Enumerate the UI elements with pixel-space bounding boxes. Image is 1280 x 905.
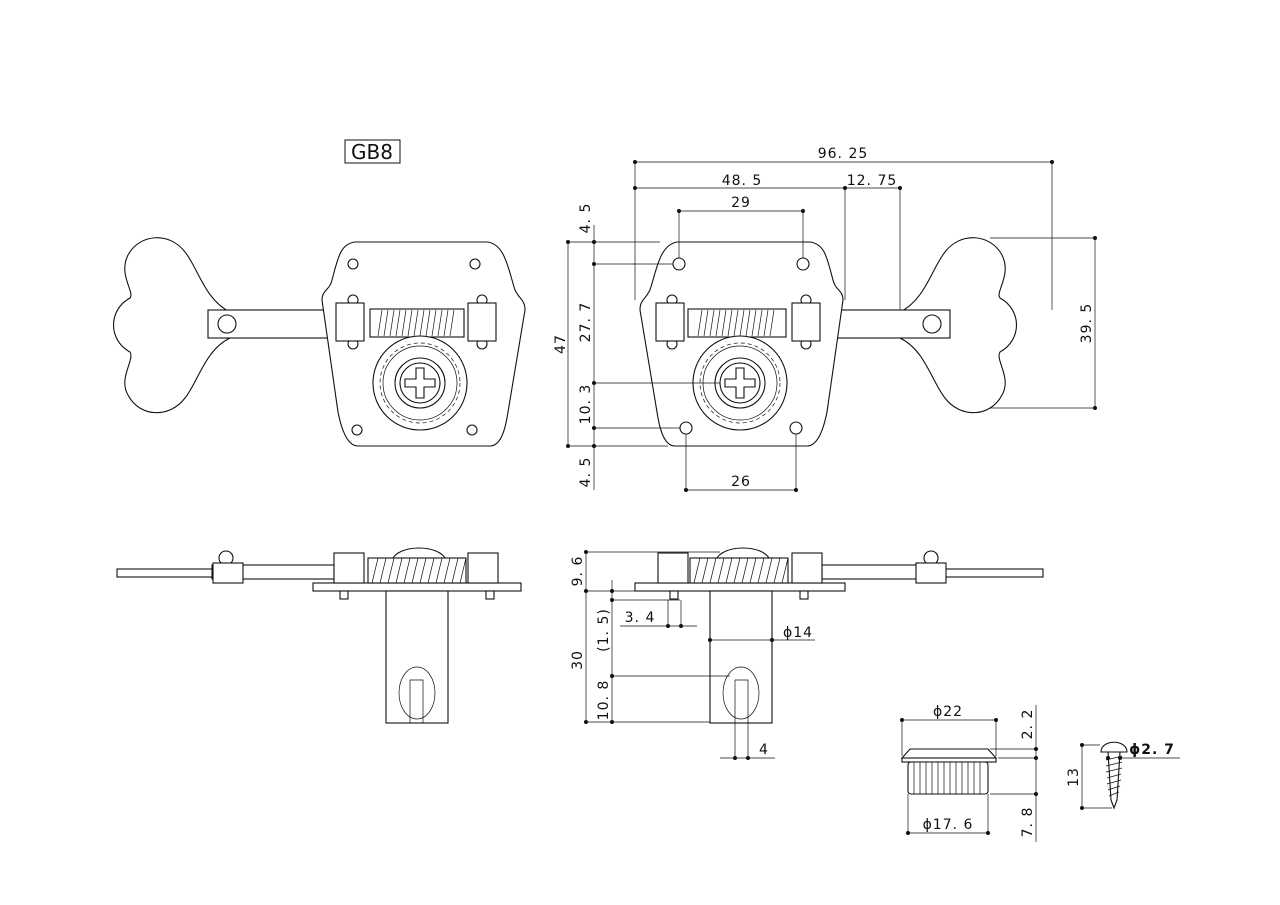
left-screw-hole-br: [466, 424, 478, 436]
left-worm: [369, 308, 465, 338]
right-screw-hole-tl: [672, 257, 686, 271]
left-screw-hole-tl: [347, 258, 359, 270]
dim-top-height: 9. 6: [570, 556, 586, 587]
dim-bottom-holes: 26: [731, 474, 751, 490]
dim-upper-height: 27. 7: [578, 302, 594, 343]
dim-screw-diameter: ϕ2. 7: [1129, 742, 1175, 758]
left-side-post: [385, 590, 449, 724]
right-worm-bushing-right: [791, 302, 821, 342]
right-screw-hole-br: [789, 421, 803, 435]
dim-flange-height: 2. 2: [1020, 709, 1036, 740]
left-screw-hole-bl: [351, 424, 363, 436]
model-label-box: GB8: [344, 139, 401, 164]
right-side-view: 9. 6 (1. 5) 3. 4 ϕ14 30 10. 8 4: [570, 547, 1044, 760]
left-key-hole: [217, 314, 237, 334]
right-side-post: [709, 590, 773, 724]
screw-head: [1100, 741, 1128, 753]
model-label: GB8: [351, 140, 393, 164]
right-key-hole: [922, 314, 942, 334]
left-side-plate: [312, 582, 522, 592]
right-side-plate: [634, 582, 846, 592]
phillips-screw-icon: [404, 367, 436, 399]
left-worm-bushing-left: [335, 302, 365, 342]
dim-slot-width: 4: [759, 742, 769, 758]
screw-shank: [1107, 751, 1121, 810]
dim-lower-height: 10. 3: [578, 384, 594, 425]
right-front-view: 96. 25 48. 5 12. 75 29 26: [553, 146, 1097, 492]
right-worm: [687, 308, 787, 338]
dim-bottom-offset: 4. 5: [578, 457, 594, 488]
side-dimensions: 9. 6 (1. 5) 3. 4 ϕ14 30 10. 8 4: [570, 550, 815, 760]
left-screw-hole-tr: [469, 258, 481, 270]
left-side-view: [116, 547, 522, 724]
front-dimensions: 96. 25 48. 5 12. 75 29 26: [553, 146, 1097, 492]
dim-bushing-diameter: ϕ17. 6: [923, 817, 974, 833]
screw-view: ϕ2. 7 13: [1066, 741, 1180, 810]
right-key-button: [899, 237, 1017, 414]
dim-total-height: 47: [553, 334, 569, 354]
dim-button-height: 39. 5: [1079, 303, 1095, 344]
left-worm-bushing-right: [467, 302, 497, 342]
left-gear: [372, 335, 468, 431]
phillips-screw-icon-right: [724, 367, 756, 399]
left-key-button: [113, 237, 231, 414]
dim-plate-to-shaft: 48. 5: [722, 173, 763, 189]
right-worm-bushing-left: [655, 302, 685, 342]
bushing-view: ϕ22 2. 2 ϕ17. 6 7. 8: [900, 704, 1038, 842]
dim-top-offset: 4. 5: [578, 203, 594, 234]
dim-pin-offset: 3. 4: [625, 610, 656, 626]
right-screw-hole-bl: [679, 421, 693, 435]
left-side-bushing-l: [333, 552, 365, 584]
left-side-bushing-r: [467, 552, 499, 584]
dim-slot-depth: 10. 8: [596, 680, 612, 721]
dim-overall-length: 96. 25: [818, 146, 869, 162]
dim-bushing-height: 7. 8: [1020, 807, 1036, 838]
dim-post-height: 30: [570, 650, 586, 670]
left-front-view: [113, 237, 526, 447]
dim-top-holes: 29: [731, 195, 751, 211]
dim-shaft-to-button: 12. 75: [847, 173, 898, 189]
dim-bracket: (1. 5): [596, 608, 612, 652]
dim-screw-length: 13: [1066, 767, 1082, 787]
bushing-flange: [900, 748, 998, 759]
right-screw-hole-tr: [796, 257, 810, 271]
dim-flange-diameter: ϕ22: [933, 704, 963, 720]
dim-post-diameter: ϕ14: [783, 625, 813, 641]
